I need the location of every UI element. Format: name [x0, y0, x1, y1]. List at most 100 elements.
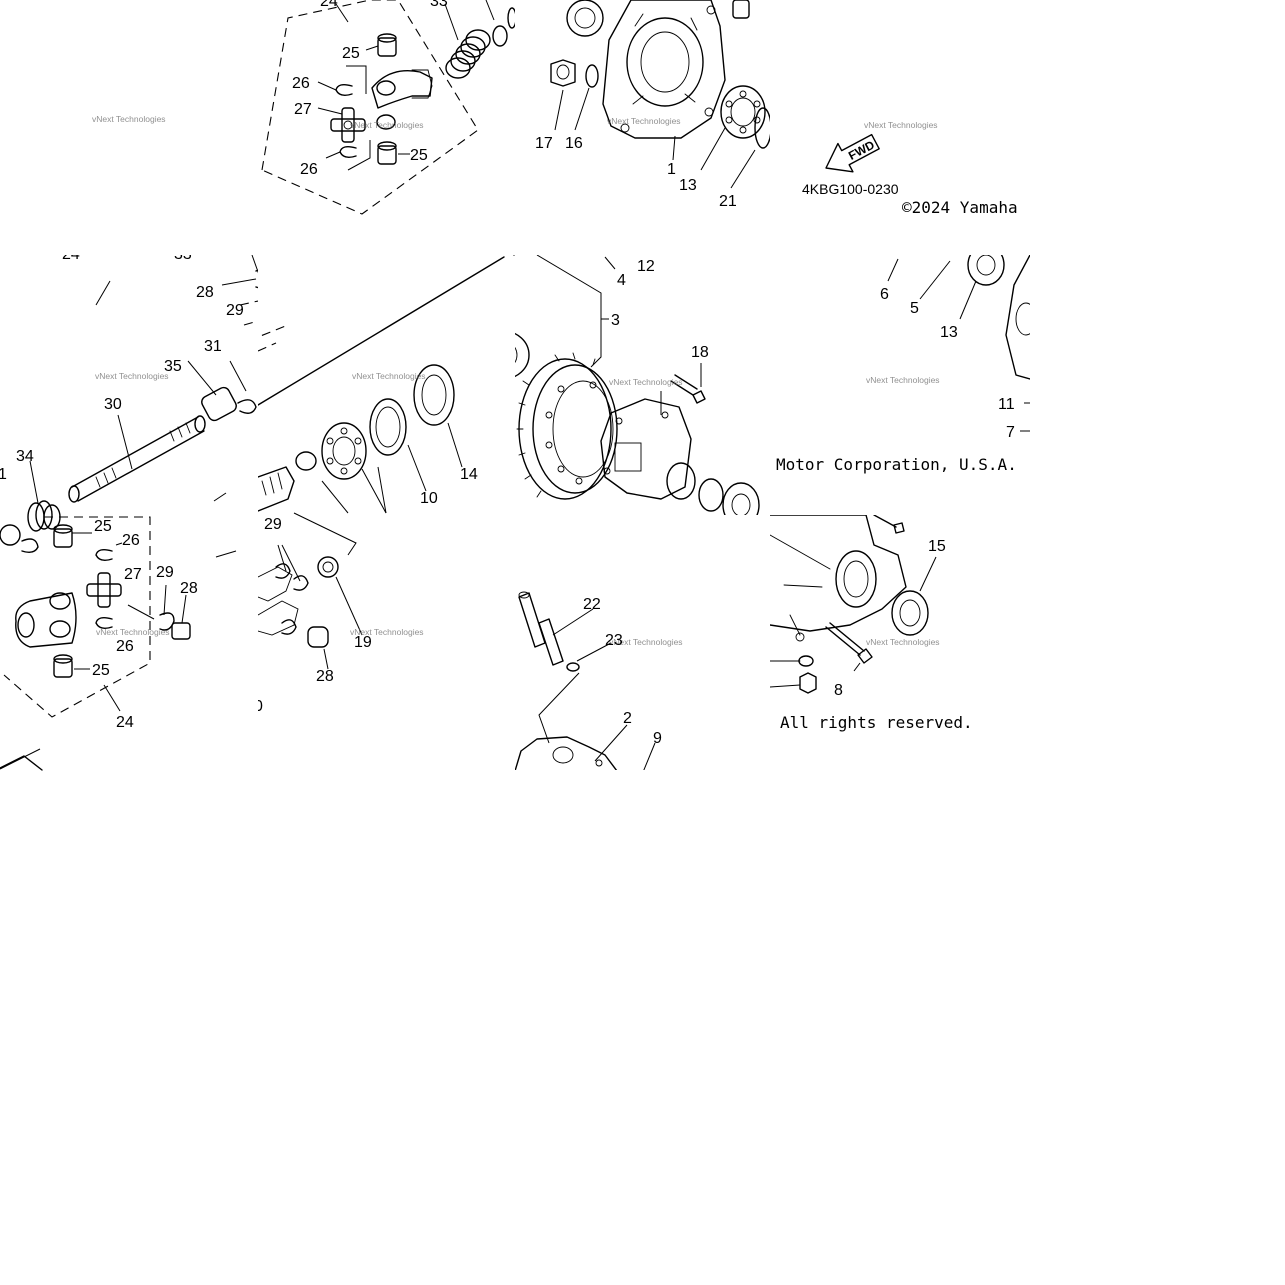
- watermark: vNext Technologies vNext Technologies: [92, 114, 424, 130]
- part-number-label: 29: [226, 302, 244, 319]
- watermark-text: vNext Technologies: [866, 375, 940, 385]
- part-number-label: 13: [679, 177, 697, 194]
- watermark-text: vNext Technologies: [92, 114, 166, 124]
- part-number-label: 24: [62, 255, 80, 263]
- housing-icon: [602, 0, 726, 139]
- part-number-label: 8: [834, 682, 843, 699]
- differential-carrier-icon: [515, 332, 530, 378]
- part-number-label: 33: [430, 0, 448, 10]
- part-number-label: 26: [116, 638, 134, 655]
- washer-icon: [698, 478, 724, 512]
- plate-icon: [258, 566, 293, 602]
- bearing-cup-icon: [377, 33, 397, 165]
- watermark-text: vNext Technologies: [95, 371, 169, 381]
- universal-joint-drawing: vNext Technologies vNext Technologies 24…: [92, 0, 515, 215]
- fwd-arrow-icon: FWD: [825, 133, 880, 173]
- circlip-icon: [95, 616, 113, 630]
- part-number-label: 35: [164, 358, 182, 375]
- circlip-icon: [281, 619, 297, 635]
- collar-icon: [201, 386, 237, 422]
- bearing-cup-icon: [171, 622, 191, 640]
- washer-icon: [798, 655, 814, 667]
- spider-cross-icon: [86, 572, 122, 608]
- copyright-line-3: All rights reserved.: [780, 713, 973, 732]
- bracket-line: [293, 512, 357, 556]
- dashed-guide: [258, 324, 289, 352]
- watermark-text: vNext Technologies: [866, 637, 940, 647]
- plate-icon: [258, 600, 299, 636]
- circlip-icon: [21, 538, 39, 554]
- washer-icon: [492, 25, 508, 47]
- bearing-cup-icon: [307, 626, 329, 648]
- diagram-tile-housing-top: vNext Technologies 17 16 1 13 21: [515, 0, 770, 255]
- part-number-label: 1: [0, 466, 7, 483]
- circlip-icon: [159, 612, 175, 631]
- drive-shaft-drawing: vNext Technologies vNext Technologies 24…: [0, 255, 258, 770]
- diagram-tile-case-bolts: vNext Technologies 15 8 All rights reser…: [770, 515, 1030, 770]
- leader-line: [444, 3, 459, 41]
- watermark-text: vNext Technologies: [609, 637, 683, 647]
- dowel-pin-icon: [518, 591, 546, 648]
- copyright-line-1: ©2024 Yamaha: [902, 198, 1018, 217]
- circlip-icon: [237, 399, 257, 414]
- part-number-label: 23: [605, 632, 623, 649]
- washer-icon: [507, 7, 515, 29]
- watermark-text: vNext Technologies: [607, 116, 681, 126]
- part-number-label: 31: [204, 338, 222, 355]
- diagram-tile-right-housing: vNext Technologies 6 5 13 11 7 Motor Cor…: [770, 255, 1030, 515]
- o-ring-icon: [566, 662, 580, 672]
- circlip-icon: [293, 575, 309, 591]
- diagram-fragment: [0, 755, 43, 771]
- watermark-text: vNext Technologies: [864, 120, 938, 130]
- ring-gear-icon: [516, 352, 618, 500]
- part-number-label: 7: [1006, 424, 1015, 441]
- part-number-label: 33: [174, 255, 192, 263]
- part-number-label: 26: [300, 161, 318, 178]
- diagram-tile-universal-joint-top: vNext Technologies vNext Technologies 24…: [0, 0, 515, 255]
- right-housing-drawing: vNext Technologies 6 5 13 11 7: [866, 255, 1030, 441]
- part-number-label: 28: [196, 284, 214, 301]
- part-number-label: 13: [940, 324, 958, 341]
- housing-icon: [1005, 255, 1030, 380]
- shim-icon: [754, 107, 770, 149]
- pinion-drawing: vNext Technologies vNext Technologies 29…: [258, 255, 515, 715]
- diagram-tile-pins: vNext Technologies 22 23 2 9: [515, 515, 770, 770]
- circlip-icon: [339, 145, 357, 159]
- bearing-cup-icon: [53, 658, 73, 678]
- pinion-gear-icon: [258, 451, 317, 512]
- part-number-label: 10: [420, 490, 438, 507]
- dowel-pin-icon: [538, 618, 564, 666]
- watermark-text: vNext Technologies: [352, 371, 426, 381]
- part-number-label: 19: [354, 634, 372, 651]
- circlip-icon: [275, 563, 291, 579]
- part-number-label: 17: [535, 135, 553, 152]
- part-number-label: 18: [691, 344, 709, 361]
- leader-line: [335, 3, 349, 23]
- watermark-text: vNext Technologies: [609, 377, 683, 387]
- part-number-label: 24: [116, 714, 134, 731]
- part-number-label: 14: [460, 466, 478, 483]
- nut-icon: [317, 556, 339, 578]
- dashed-kit-outline: [261, 0, 479, 215]
- part-number-label: 16: [565, 135, 583, 152]
- part-number-label: 25: [94, 518, 112, 535]
- oil-seal-icon: [413, 364, 455, 426]
- part-number-label: 6: [880, 286, 889, 303]
- case-bolts-drawing: vNext Technologies 15 8: [770, 515, 946, 699]
- fwd-label: FWD: [846, 138, 877, 163]
- drive-shaft-icon: [68, 415, 206, 503]
- part-number-label: 26: [122, 532, 140, 549]
- part-number-label: 34: [16, 448, 34, 465]
- bearing-icon: [321, 422, 367, 480]
- bracket-line: [347, 140, 371, 171]
- bracket-line: [538, 672, 580, 744]
- part-number-label: 28: [316, 668, 334, 685]
- housing-drawing: vNext Technologies 17 16 1 13 21: [535, 0, 770, 210]
- part-number-label: 22: [583, 596, 601, 613]
- bracket-line: [346, 65, 367, 94]
- circlip-icon: [335, 83, 353, 97]
- bearing-icon: [967, 255, 1005, 286]
- watermark-text: vNext Technologies: [350, 627, 424, 637]
- part-number-label: 21: [719, 193, 737, 210]
- assembly-axis: [258, 256, 505, 406]
